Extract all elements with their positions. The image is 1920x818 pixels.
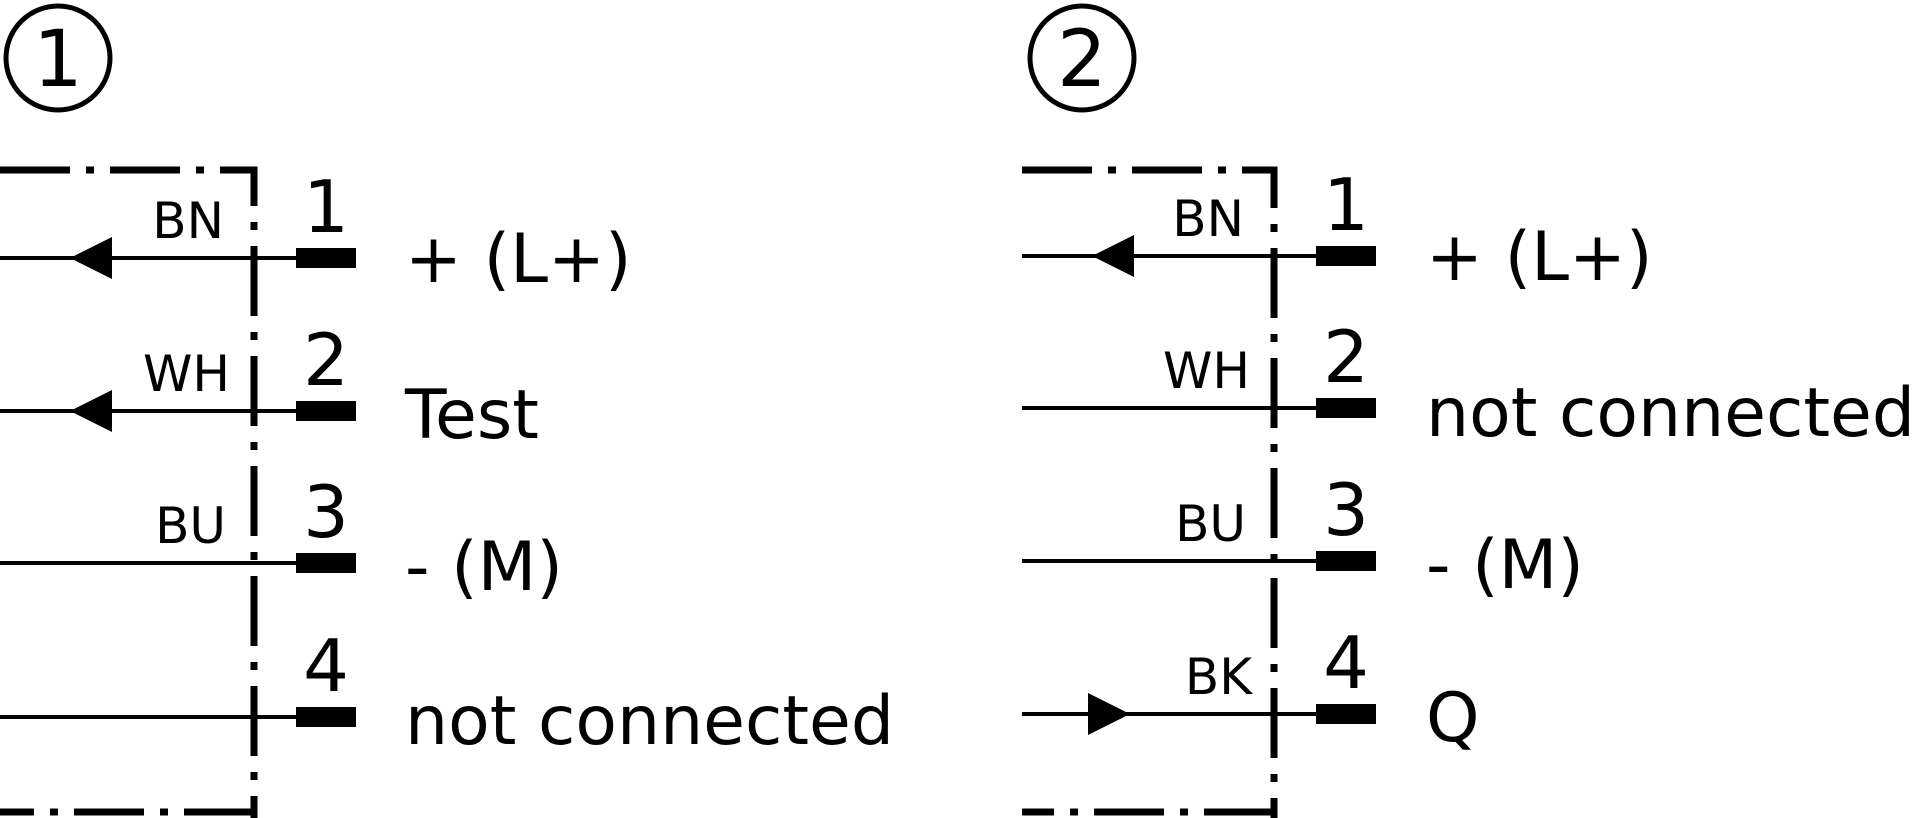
diagram-2-row-3: BU 3 - (M) (1022, 468, 1584, 605)
diagram-2-row-1: BN 1 + (L+) (1022, 163, 1653, 297)
pin-number: 4 (1323, 621, 1369, 705)
diagram-1-row-1: BN 1 + (L+) (0, 165, 632, 299)
wire-color-label: WH (143, 345, 230, 403)
input-arrow (70, 237, 112, 279)
diagram-2-marker: 2 (1057, 15, 1107, 105)
wire-color-label: BU (1175, 495, 1246, 553)
wire-color-label: WH (1163, 342, 1250, 400)
diagram-2-row-4: BK 4 Q (1022, 621, 1480, 758)
pin-number: 2 (1323, 315, 1369, 399)
wire-color-label: BU (155, 497, 226, 555)
wiring-diagram-1: 1 BN 1 + (L+) WH 2 Test BU 3 - (M) (0, 3, 894, 818)
pin-terminal (296, 401, 356, 421)
signal-label: Test (404, 376, 539, 455)
signal-label: - (M) (405, 528, 563, 607)
signal-label: not connected (405, 682, 894, 761)
pin-terminal (296, 707, 356, 727)
diagram-1-row-2: WH 2 Test (0, 318, 539, 455)
pin-number: 1 (303, 165, 349, 249)
diagram-1-housing-outline (0, 166, 258, 818)
signal-label: + (L+) (1426, 218, 1653, 297)
pin-terminal (296, 248, 356, 268)
diagram-1-row-4: 4 not connected (0, 624, 894, 761)
wiring-diagram-2: 2 BN 1 + (L+) WH 2 not connected BU 3 - … (1022, 3, 1915, 818)
pin-number: 3 (1323, 468, 1369, 552)
signal-label: + (L+) (405, 220, 632, 299)
pin-terminal (296, 553, 356, 573)
signal-label: not connected (1426, 374, 1915, 453)
pin-number: 2 (303, 318, 349, 402)
signal-label: Q (1426, 679, 1480, 758)
pin-number: 1 (1323, 163, 1369, 247)
pin-terminal (1316, 246, 1376, 266)
pin-terminal (1316, 551, 1376, 571)
diagram-1-row-3: BU 3 - (M) (0, 470, 563, 607)
pin-number: 4 (303, 624, 349, 708)
input-arrow (70, 390, 112, 432)
diagram-2-housing-outline (1022, 166, 1278, 818)
pin-number: 3 (303, 470, 349, 554)
diagram-2-marker-circle (1027, 3, 1137, 113)
diagram-1-marker-circle (3, 3, 113, 113)
wire-color-label: BN (152, 192, 224, 250)
diagram-1-marker: 1 (33, 15, 83, 105)
input-arrow (1092, 235, 1134, 277)
wire-color-label: BN (1172, 190, 1244, 248)
output-arrow (1088, 693, 1130, 735)
diagram-2-row-2: WH 2 not connected (1022, 315, 1915, 453)
pin-terminal (1316, 398, 1376, 418)
pin-terminal (1316, 704, 1376, 724)
wire-color-label: BK (1185, 648, 1253, 706)
signal-label: - (M) (1426, 526, 1584, 605)
